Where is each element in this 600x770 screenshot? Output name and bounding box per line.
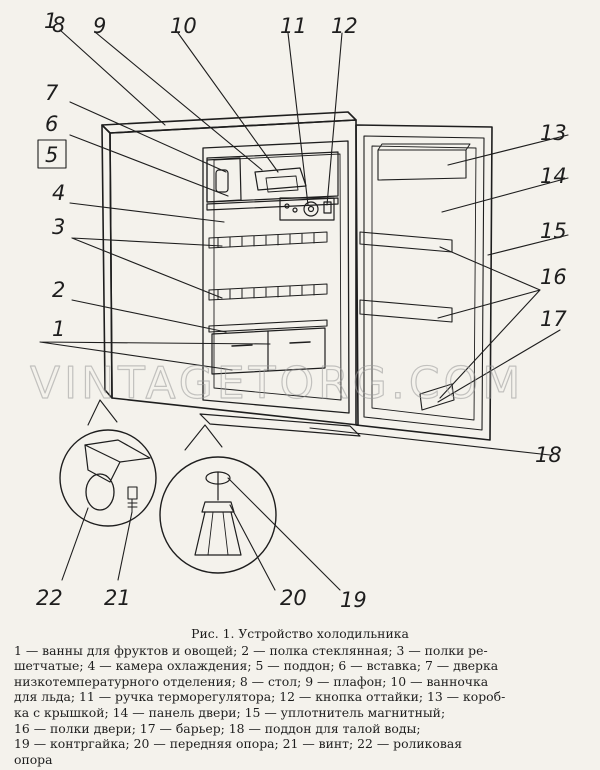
door xyxy=(355,124,493,441)
watermark: VINTAGETORG.COM xyxy=(30,358,524,409)
callout-8: 8 xyxy=(52,13,65,37)
legend-line: ка с крышкой; 14 — панель двери; 15 — уп… xyxy=(14,704,446,720)
door-shelf-upper xyxy=(359,231,453,253)
callout-14: 14 xyxy=(540,164,567,188)
callout-5: 5 xyxy=(45,143,58,167)
ice-tray xyxy=(265,175,299,193)
callout-20: 20 xyxy=(280,586,307,610)
crisper-drawers xyxy=(211,327,326,375)
callout-11: 11 xyxy=(280,14,307,38)
callout-21: 21 xyxy=(104,586,131,610)
figure-caption: Рис. 1. Устройство холодильника 1 — ванн… xyxy=(14,626,586,767)
callout-3: 3 xyxy=(52,215,65,239)
panel-screw xyxy=(292,207,298,213)
legend-line: 19 — контргайка; 20 — передняя опора; 21… xyxy=(14,736,463,752)
detail-roller-support xyxy=(59,399,157,581)
callout-9: 9 xyxy=(93,14,106,38)
legend-line: низкотемпературного отделения; 8 — стол;… xyxy=(14,673,489,689)
legend-line: 1 — ванны для фруктов и овощей; 2 — полк… xyxy=(14,642,488,658)
glass-shelf xyxy=(208,319,328,333)
leader-lines xyxy=(39,29,569,456)
wire-shelf-lower xyxy=(208,283,328,301)
callout-1: 1 xyxy=(52,317,65,341)
drip-tray xyxy=(206,197,339,211)
detail-front-support xyxy=(159,424,341,591)
callout-7: 7 xyxy=(45,81,59,105)
callout-16: 16 xyxy=(540,265,567,289)
legend-line: для льда; 11 — ручка терморегулятора; 12… xyxy=(14,689,506,705)
door-inner-panel xyxy=(371,145,477,421)
door-box-with-lid xyxy=(377,149,467,181)
door-shelf-middle xyxy=(359,299,453,323)
door-box-lid xyxy=(377,143,471,151)
callout-15: 15 xyxy=(540,219,567,243)
callout-17: 17 xyxy=(540,307,567,331)
magnetic-seal xyxy=(363,135,485,431)
freezer-compartment xyxy=(206,151,339,221)
callout-6: 6 xyxy=(45,112,58,136)
wire-shelf-upper xyxy=(208,231,328,249)
thermostat-knob-center xyxy=(307,205,315,213)
callout-12: 12 xyxy=(331,14,358,38)
legend-line: опора xyxy=(14,751,53,767)
refrigerator-diagram: VINTAGETORG.COM 1 8 xyxy=(29,9,569,612)
legend-line: шетчатые; 4 — камера охлаждения; 5 — под… xyxy=(14,658,499,674)
door-barrier xyxy=(419,383,455,411)
door-panel xyxy=(355,124,493,441)
callout-5-box xyxy=(37,139,67,169)
ceiling-lamp xyxy=(254,167,307,191)
legend-line: 16 — полки двери; 17 — барьер; 18 — подд… xyxy=(14,720,421,736)
figure-title: Рис. 1. Устройство холодильника xyxy=(191,626,409,641)
meltwater-tray xyxy=(199,413,361,437)
callout-1-top: 1 xyxy=(44,9,57,33)
callout-13: 13 xyxy=(540,121,567,145)
callout-2: 2 xyxy=(52,278,65,302)
chamber-back xyxy=(213,153,342,401)
control-panel xyxy=(279,197,335,221)
callout-18: 18 xyxy=(535,443,562,467)
freezer-door xyxy=(206,157,242,203)
callout-22: 22 xyxy=(36,586,63,610)
callout-10: 10 xyxy=(170,14,197,38)
thermostat-knob xyxy=(303,201,319,217)
callout-4: 4 xyxy=(52,181,65,205)
freezer-door-latch xyxy=(215,169,229,193)
chamber-opening xyxy=(202,140,350,414)
callout-19: 19 xyxy=(340,588,367,612)
callout-numbers: 1 8 9 10 11 12 7 6 5 4 3 2 1 13 14 15 16… xyxy=(36,9,567,612)
